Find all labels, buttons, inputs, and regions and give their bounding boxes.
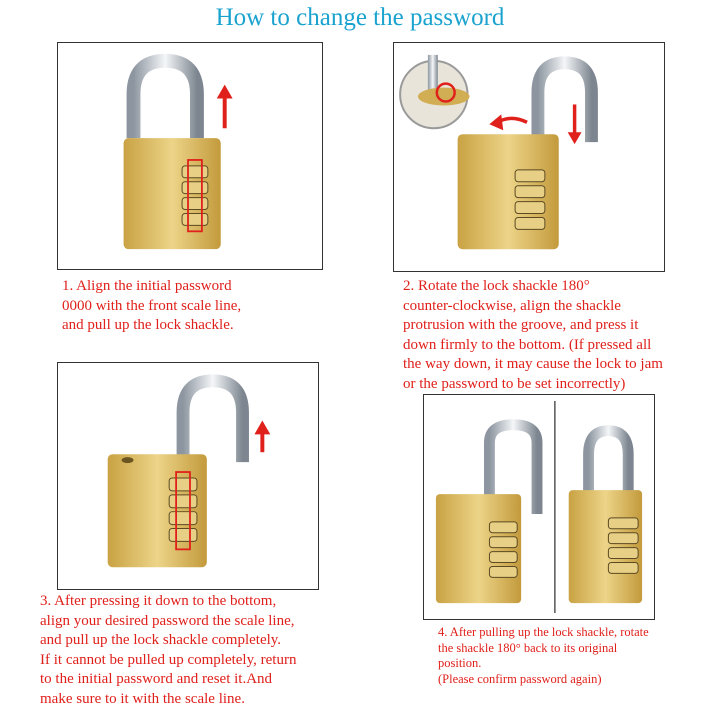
padlock-illustration [123, 53, 233, 250]
up-arrow-icon [216, 84, 233, 129]
step-2-caption: 2. Rotate the lock shackle 180° counter-… [403, 278, 663, 392]
step-4-caption: 4. After pulling up the lock shackle, ro… [438, 625, 649, 686]
step-1-caption: 1. Align the initial password 0000 with … [62, 278, 242, 333]
step-2-image [393, 42, 665, 272]
padlock-illustration [399, 54, 598, 250]
up-arrow-icon [254, 420, 271, 453]
rotate-arrow-icon [489, 114, 528, 131]
step-3-caption: 3. After pressing it down to the bottom,… [40, 593, 297, 707]
page-title: How to change the password [215, 4, 505, 31]
down-arrow-icon [567, 104, 582, 145]
zoom-circle-icon [399, 54, 470, 130]
padlock-illustration [107, 374, 271, 568]
step-3-image [57, 362, 319, 590]
step-1-image [57, 42, 323, 270]
step-4-image [423, 394, 655, 620]
padlock-illustration [435, 400, 643, 614]
